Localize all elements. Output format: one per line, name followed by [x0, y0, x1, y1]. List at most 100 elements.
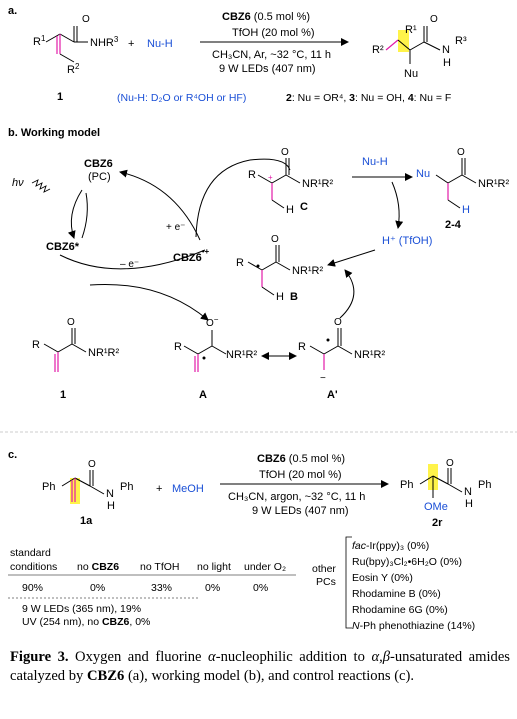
cond-a-4: 9 W LEDs (407 nm): [219, 63, 316, 75]
nu-note: (Nu-H: D₂O or R⁴OH or HF): [117, 92, 246, 104]
cond-c-3: CH₃CN, argon, ~32 °C, 11 h: [228, 491, 365, 503]
hdr-under-o2: under O₂: [244, 561, 286, 573]
c-sm-label: 1a: [80, 515, 93, 527]
product-a-n: N: [442, 44, 450, 56]
c-o: O: [281, 147, 289, 158]
hdr-no-cbz6: no CBZ6: [77, 561, 119, 573]
caption-t7: (a), working model (b), and control reac…: [124, 668, 415, 684]
c-label: C: [300, 201, 308, 213]
light-wavy-line: [31, 179, 51, 193]
radical-a-prime: [309, 328, 353, 370]
product-2-4: [435, 158, 477, 209]
pc-item-1: fac-Ir(ppy)₃ (0%): [352, 540, 429, 552]
panel-b-label: b. Working model: [8, 127, 100, 139]
a-label: A: [199, 389, 207, 401]
pc-item-3: Eosin Y (0%): [352, 572, 413, 584]
minus-electron: – e⁻: [120, 259, 139, 270]
c-sm-ph2: Ph: [120, 481, 133, 493]
a-r: R: [174, 341, 182, 353]
reactant-carbonyl-o: O: [82, 14, 90, 25]
ap-n: NR¹R²: [354, 349, 385, 361]
cycle-arrow-tail: [249, 158, 291, 171]
protonation-arrow: [327, 249, 376, 267]
a-prime-to-b-arrow: [339, 269, 355, 319]
p-n: NR¹R²: [478, 178, 509, 190]
val-under-o2: 0%: [253, 582, 268, 594]
extra-365: 9 W LEDs (365 nm), 19%: [22, 603, 141, 615]
cond-c-1: CBZ6 (0.5 mol %): [257, 453, 345, 465]
reduction-arrow: [119, 169, 201, 241]
ap-minus: −: [320, 373, 326, 384]
radical-a: [183, 330, 227, 372]
ap-label: A': [327, 389, 338, 401]
plus-sign: +: [128, 38, 134, 50]
reactant-r1: R1: [33, 34, 46, 48]
oxidation-arrow: [89, 283, 209, 321]
b-h: H: [276, 291, 284, 303]
c-sm-o: O: [88, 459, 96, 470]
ap-o: O: [334, 317, 342, 328]
c-sm-h: H: [107, 500, 115, 512]
figure-3-scheme: a. O R1 NHR3 R2 1 + Nu-H CBZ6 (0.5 mol %…: [0, 5, 517, 632]
product-a-r2: R²: [372, 44, 384, 56]
panel-a-reactant: [45, 26, 88, 63]
ap-r: R: [298, 341, 306, 353]
b-label: B: [290, 291, 298, 303]
a-o-minus: O−: [206, 315, 219, 329]
panel-c-substrate: [61, 470, 105, 504]
reactant-nhr3: NHR3: [90, 35, 119, 49]
other-pcs-label-2: PCs: [316, 576, 336, 588]
a-n: NR¹R²: [226, 349, 257, 361]
pc-item-2: Ru(bpy)₃Cl₂•6H₂O (0%): [352, 556, 462, 568]
ap-radical-dot: [326, 338, 330, 342]
other-pcs: other PCs fac-Ir(ppy)₃ (0%) Ru(bpy)₃Cl₂•…: [312, 536, 475, 632]
c-sm-ph: Ph: [42, 481, 55, 493]
intermediate-b: [247, 245, 291, 296]
cycle-arrow-to-c: [195, 159, 251, 238]
c-h: H: [286, 204, 294, 216]
cbz6-radical-cation: CBZ6•+: [173, 247, 210, 264]
figure-caption: Figure 3. Oxygen and fluorine α-nucleoph…: [10, 648, 510, 686]
c-pr-h: H: [465, 498, 473, 510]
hdr-standard-2: conditions: [10, 561, 57, 573]
product-a-r3: R³: [455, 35, 467, 47]
caption-t5: -unsaturated amides catalyzed by: [10, 649, 510, 684]
panel-a-label: a.: [8, 5, 17, 17]
val-no-light: 0%: [205, 582, 220, 594]
c-pr-n: N: [464, 486, 472, 498]
cbz6-pc: CBZ6: [84, 158, 113, 170]
c-n: NR¹R²: [302, 178, 333, 190]
substrate-1: [43, 328, 87, 372]
val-no-cbz6: 0%: [90, 582, 105, 594]
cbz6-excited: CBZ6*: [46, 241, 80, 253]
c-pr-ome: OMe: [424, 501, 448, 513]
compound-1-label: 1: [57, 91, 63, 103]
val-standard: 90%: [22, 582, 43, 594]
caption-alpha: α: [208, 649, 216, 665]
one-o: O: [67, 317, 75, 328]
product-a-o: O: [430, 14, 438, 25]
cond-c-4: 9 W LEDs (407 nm): [252, 505, 349, 517]
p-h: H: [462, 204, 470, 216]
p-nu: Nu: [416, 168, 430, 180]
c-pr-ph: Ph: [400, 479, 413, 491]
c-plus: +: [156, 483, 162, 495]
reactant-r2: R2: [67, 62, 80, 76]
hv-label: hν: [12, 177, 24, 189]
h-plus: H⁺ (TfOH): [382, 235, 432, 247]
caption-fig-label: Figure 3.: [10, 649, 69, 665]
pc-item-5: Rhodamine 6G (0%): [352, 604, 448, 616]
c-plus: +: [268, 173, 273, 182]
c-r: R: [248, 169, 256, 181]
one-r: R: [32, 339, 40, 351]
hdr-no-tfoh: no TfOH: [140, 561, 180, 573]
control-table: standard conditions no CBZ6 no TfOH no l…: [8, 547, 296, 628]
cond-a-2: TfOH (20 mol %): [232, 27, 315, 39]
panel-c-label: c.: [8, 449, 17, 461]
plus-electron: + e⁻: [166, 222, 185, 233]
relaxation-arrow: [81, 192, 88, 239]
pc-label: (PC): [88, 171, 111, 183]
b-o: O: [271, 234, 279, 245]
c-sm-n: N: [106, 488, 114, 500]
b-n: NR¹R²: [292, 265, 323, 277]
